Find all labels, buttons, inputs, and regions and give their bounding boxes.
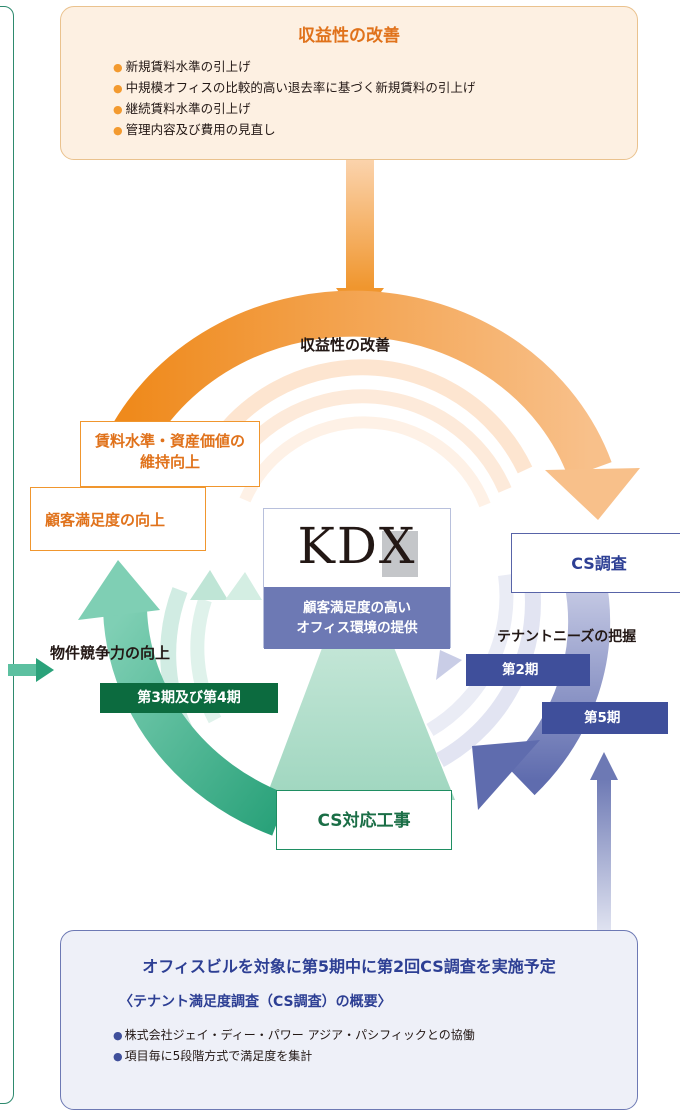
rent-box-line-1: 賃料水準・資産価値の (94, 432, 245, 450)
rent-box-line-2: 維持向上 (139, 453, 200, 471)
dot-bullet-icon: ● (113, 103, 123, 116)
caption-line-2: オフィス環境の提供 (296, 620, 418, 636)
customer-satisfaction-box: 顧客満足度の向上 (30, 487, 206, 551)
arrow-up-icon (590, 752, 618, 780)
orange-cycle-arc (109, 290, 612, 479)
green-cone (265, 555, 455, 800)
green-cycle-arc (103, 608, 289, 836)
caption-line-1: 顧客満足度の高い (303, 600, 411, 616)
cs-plan-title: オフィスビルを対象に第5期中に第2回CS調査を実施予定 (142, 957, 556, 976)
orange-arc-arrowhead (545, 468, 640, 520)
list-item: ●項目毎に5段階方式で満足度を集計 (113, 1049, 313, 1063)
left-frame (0, 6, 14, 1104)
kdx-center-box: KDX 顧客満足度の高い オフィス環境の提供 (263, 508, 451, 649)
cs-plan-subtitle: 〈テナント満足度調査（CS調査）の概要〉 (119, 994, 392, 1010)
list-item: ●管理内容及び費用の見直し (113, 122, 276, 137)
cs-works-box: CS対応工事 (276, 790, 452, 850)
cs-plan-list: ●株式会社ジェイ・ディー・パワー アジア・パシフィックとの協働 ●項目毎に5段階… (113, 1025, 475, 1067)
green-arc-arrowhead (78, 560, 160, 620)
dot-bullet-icon: ● (113, 82, 123, 95)
kdx-caption: 顧客満足度の高い オフィス環境の提供 (264, 587, 450, 649)
profitability-list: ●新規賃料水準の引上げ ●中規模オフィスの比較的高い退去率に基づく新規賃料の引上… (113, 57, 475, 141)
period-5-badge: 第5期 (542, 702, 668, 734)
period-2-badge: 第2期 (466, 654, 590, 686)
profitability-title: 収益性の改善 (298, 26, 400, 46)
arrow-right-icon (36, 658, 54, 682)
list-item: ●新規賃料水準の引上げ (113, 59, 251, 74)
list-item: ●中規模オフィスの比較的高い退去率に基づく新規賃料の引上げ (113, 80, 476, 95)
profitability-box: 収益性の改善 ●新規賃料水準の引上げ ●中規模オフィスの比較的高い退去率に基づく… (60, 6, 638, 160)
left-arrow-shaft (8, 664, 38, 676)
kdx-logo: KDX (297, 517, 417, 575)
cycle-top-label: 収益性の改善 (299, 336, 390, 354)
rent-asset-value-box: 賃料水準・資産価値の 維持向上 (80, 421, 260, 487)
cs-survey-plan-box: オフィスビルを対象に第5期中に第2回CS調査を実施予定 〈テナント満足度調査（C… (60, 930, 638, 1110)
blue-cycle-arc (505, 575, 610, 796)
logo-shade (382, 531, 418, 577)
list-item: ●継続賃料水準の引上げ (113, 101, 251, 116)
dot-bullet-icon: ● (113, 61, 123, 74)
dot-bullet-icon: ● (113, 124, 123, 137)
tenant-needs-label: テナントニーズの把握 (497, 629, 637, 645)
period-3-4-badge: 第3期及び第4期 (100, 683, 278, 713)
blue-arc-arrowhead (472, 740, 540, 810)
cs-survey-box: CS調査 (511, 533, 680, 593)
down-arrow-shaft (346, 160, 374, 288)
competitiveness-label: 物件競争力の向上 (50, 644, 171, 662)
dot-bullet-icon: ● (113, 1029, 123, 1042)
dot-bullet-icon: ● (113, 1050, 123, 1063)
up-arrow-shaft (597, 778, 611, 930)
list-item: ●株式会社ジェイ・ディー・パワー アジア・パシフィックとの協働 (113, 1028, 475, 1042)
